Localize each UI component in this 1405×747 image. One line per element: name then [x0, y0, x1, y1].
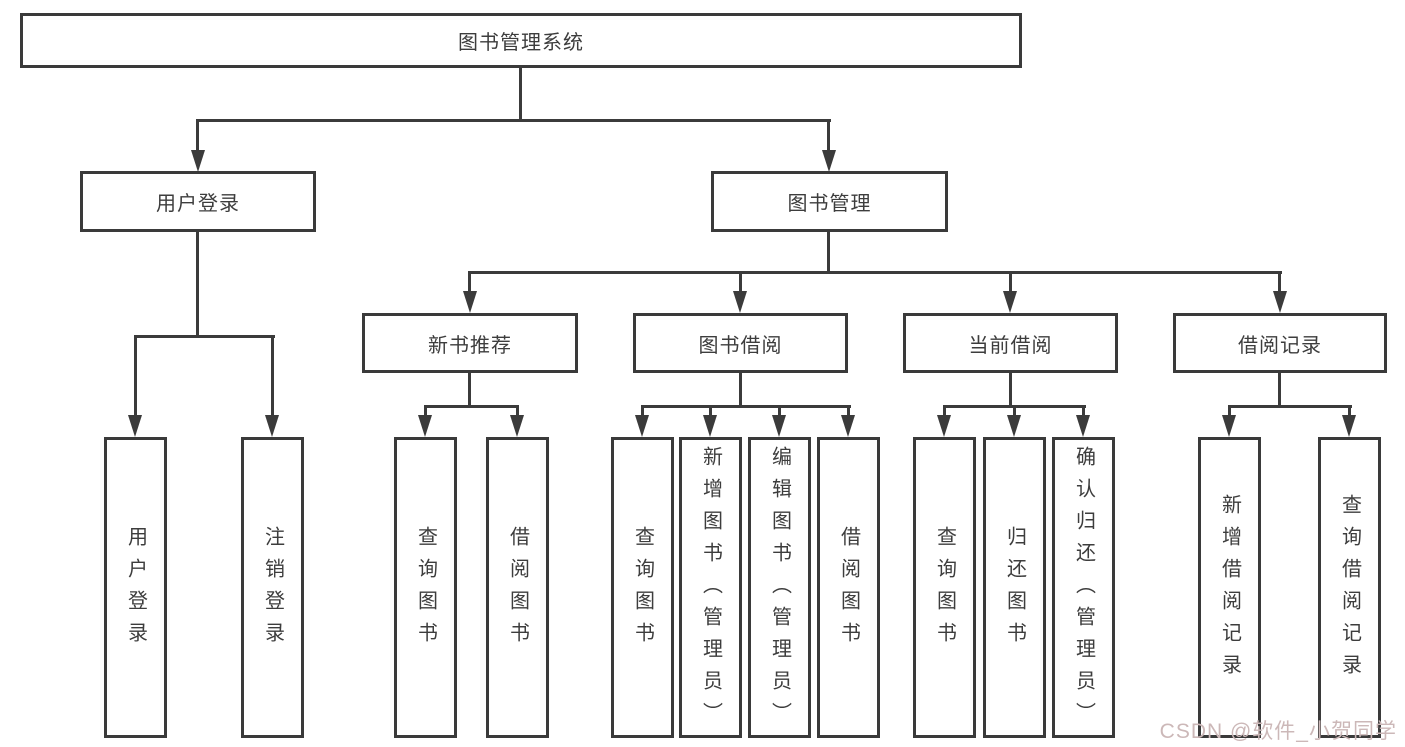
node-leaf-query-books-borrow: 查询图书	[611, 437, 674, 738]
connector-line-v	[1013, 405, 1016, 419]
arrowhead-down-icon	[1007, 415, 1021, 437]
node-leaf-query-books-current: 查询图书	[913, 437, 976, 738]
connector-line-v	[1348, 405, 1351, 419]
arrowhead-down-icon	[1273, 291, 1287, 313]
arrowhead-down-icon	[703, 415, 717, 437]
arrowhead-down-icon	[265, 415, 279, 437]
arrowhead-down-icon	[822, 150, 836, 172]
connector-line-h	[196, 119, 831, 122]
connector-line-h	[641, 405, 851, 408]
connector-line-v	[943, 405, 946, 419]
node-new-book-recommendation: 新书推荐	[362, 313, 578, 373]
node-leaf-borrow-books-recommend: 借阅图书	[486, 437, 549, 738]
node-book-management-branch: 图书管理	[711, 171, 948, 232]
connector-line-h	[1228, 405, 1352, 408]
node-leaf-logout: 注销登录	[241, 437, 304, 738]
node-leaf-add-book-admin: 新增图书（管理员）	[679, 437, 742, 738]
connector-line-v	[516, 405, 519, 419]
arrowhead-down-icon	[128, 415, 142, 437]
connector-line-h	[469, 271, 1282, 274]
node-leaf-return-book: 归还图书	[983, 437, 1046, 738]
node-leaf-query-borrow-record: 查询借阅记录	[1318, 437, 1381, 738]
connector-line-v	[739, 371, 742, 408]
connector-line-v	[271, 335, 274, 417]
node-borrowing-records: 借阅记录	[1173, 313, 1387, 373]
node-leaf-add-borrow-record: 新增借阅记录	[1198, 437, 1261, 738]
connector-line-v	[134, 335, 137, 417]
arrowhead-down-icon	[191, 150, 205, 172]
node-leaf-edit-book-admin: 编辑图书（管理员）	[748, 437, 811, 738]
arrowhead-down-icon	[418, 415, 432, 437]
arrowhead-down-icon	[510, 415, 524, 437]
arrowhead-down-icon	[635, 415, 649, 437]
node-current-borrowing: 当前借阅	[903, 313, 1118, 373]
node-leaf-user-login: 用户登录	[104, 437, 167, 738]
connector-line-v	[468, 371, 471, 408]
connector-line-v	[1228, 405, 1231, 419]
connector-line-v	[827, 119, 830, 153]
arrowhead-down-icon	[1222, 415, 1236, 437]
csdn-watermark: CSDN @软件_小贺同学	[1159, 720, 1397, 743]
arrowhead-down-icon	[1342, 415, 1356, 437]
connector-line-v	[778, 405, 781, 419]
connector-line-h	[424, 405, 519, 408]
connector-line-v	[739, 271, 742, 295]
arrowhead-down-icon	[1003, 291, 1017, 313]
node-leaf-query-books-recommend: 查询图书	[394, 437, 457, 738]
node-library-management-system: 图书管理系统	[20, 13, 1022, 68]
connector-line-v	[827, 232, 830, 274]
connector-line-v	[1009, 271, 1012, 295]
node-leaf-borrow-books: 借阅图书	[817, 437, 880, 738]
arrowhead-down-icon	[1076, 415, 1090, 437]
node-user-login-branch: 用户登录	[80, 171, 316, 232]
connector-line-v	[196, 119, 199, 153]
connector-line-v	[847, 405, 850, 419]
connector-line-v	[1009, 371, 1012, 408]
connector-line-v	[1278, 371, 1281, 408]
connector-line-v	[519, 66, 522, 121]
node-book-borrowing: 图书借阅	[633, 313, 848, 373]
connector-line-v	[641, 405, 644, 419]
connector-line-v	[468, 271, 471, 295]
arrowhead-down-icon	[463, 291, 477, 313]
arrowhead-down-icon	[841, 415, 855, 437]
connector-line-v	[1082, 405, 1085, 419]
connector-line-v	[1278, 271, 1281, 295]
connector-line-h	[134, 335, 275, 338]
arrowhead-down-icon	[937, 415, 951, 437]
connector-line-v	[709, 405, 712, 419]
arrowhead-down-icon	[772, 415, 786, 437]
connector-line-v	[196, 232, 199, 338]
arrowhead-down-icon	[733, 291, 747, 313]
connector-line-v	[424, 405, 427, 419]
node-leaf-confirm-return-admin: 确认归还（管理员）	[1052, 437, 1115, 738]
